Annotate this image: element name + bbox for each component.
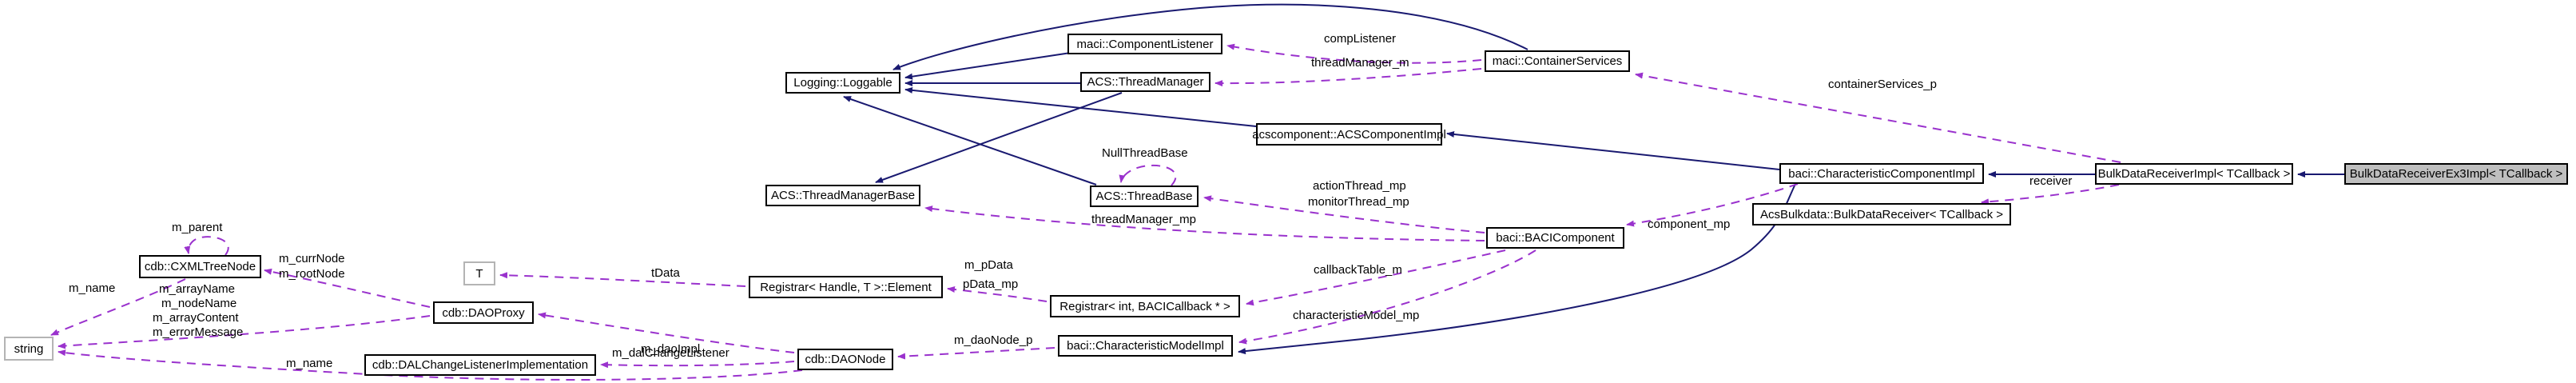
edge-threadmanager-mp: [924, 205, 1485, 241]
node-acs-threadbase[interactable]: ACS::ThreadBase: [1090, 186, 1199, 207]
edge-threadmanager-m: [1214, 68, 1482, 87]
edge-label-callbacktable-m: callbackTable_m: [1314, 263, 1402, 277]
node-registrar-int-bacicallback[interactable]: Registrar< int, BACICallback * >: [1050, 295, 1240, 317]
edge-containerservices-to-loggable: [892, 3, 1529, 70]
edge-nullthreadbase-selfloop: [1119, 164, 1177, 186]
node-baci-characteristiccomponentimpl[interactable]: baci::CharacteristicComponentImpl: [1779, 163, 1984, 184]
edge-label-tdata: tData: [651, 266, 680, 280]
node-string: string: [4, 337, 54, 361]
edge-threadbase-to-loggable: [843, 96, 1097, 186]
node-baci-characteristicmodelimpl[interactable]: baci::CharacteristicModelImpl: [1058, 335, 1233, 357]
edge-label-nullthreadbase: NullThreadBase: [1102, 146, 1188, 160]
edge-label-containerservices-p: containerServices_p: [1828, 78, 1937, 91]
edge-label-component-mp: component_mp: [1648, 217, 1731, 231]
edge-characteristiccomponentimpl-to-characteristicmodelimpl: [1238, 183, 1796, 355]
edge-label-m-parent: m_parent: [172, 221, 223, 234]
edge-characteristiccomponentimpl-to-acscomponentimpl: [1446, 130, 1780, 170]
edge-label-characteristicmodel-mp: characteristicModel_mp: [1293, 309, 1420, 322]
node-maci-componentlistener[interactable]: maci::ComponentListener: [1067, 34, 1222, 54]
edge-componentlistener-to-loggable: [904, 52, 1071, 80]
node-acsbulkdata-bulkdatareceiver[interactable]: AcsBulkdata::BulkDataReceiver< TCallback…: [1752, 203, 2011, 225]
node-cdb-daoproxy[interactable]: cdb::DAOProxy: [433, 301, 534, 324]
edge-label-m-nodename: m_nodeName: [161, 297, 237, 310]
edge-receiver: [1981, 184, 2120, 205]
node-acs-threadmanager[interactable]: ACS::ThreadManager: [1080, 72, 1210, 92]
edge-label-m-name-2: m_name: [286, 357, 333, 370]
edge-label-complistener: compListener: [1324, 32, 1397, 46]
edge-label-m-rootnode: m_rootNode: [279, 267, 345, 281]
node-bulkdatareceiverimpl[interactable]: BulkDataReceiverImpl< TCallback >: [2095, 163, 2293, 185]
edge-label-m-currnode: m_currNode: [279, 252, 345, 265]
edge-label-m-name-1: m_name: [69, 281, 116, 295]
edge-label-m-errormessage: m_errorMessage: [153, 325, 244, 339]
edge-label-m-daoimpl: m_daoImpl: [641, 342, 701, 356]
edge-label-m-daonode-p: m_daoNode_p: [954, 333, 1033, 347]
edge-callbacktable-m: [1246, 249, 1506, 306]
edge-tdata: [499, 272, 746, 287]
node-acscomponent-acscomponentimpl[interactable]: acscomponent::ACSComponentImpl: [1252, 123, 1446, 146]
edge-m-daonode-p: [897, 347, 1055, 360]
edge-m-currnode-m-rootnode: [264, 268, 431, 308]
edge-label-m-arrayname: m_arrayName: [159, 282, 236, 296]
edge-component-mp: [1626, 183, 1799, 227]
node-maci-containerservices[interactable]: maci::ContainerServices: [1485, 50, 1630, 72]
node-acs-threadmanagerbase[interactable]: ACS::ThreadManagerBase: [765, 185, 920, 206]
edge-m-daoimpl: [538, 312, 795, 353]
edge-complistener: [1226, 43, 1482, 64]
node-baci-bacicomponent[interactable]: baci::BACIComponent: [1486, 227, 1624, 249]
edge-label-receiver: receiver: [2029, 174, 2073, 188]
node-cdb-dalchangelistenerimplementation[interactable]: cdb::DALChangeListenerImplementation: [364, 354, 596, 376]
edge-label-pdata-mp: pData_mp: [963, 277, 1019, 291]
edge-m-arrayname-group: [58, 315, 431, 349]
node-cdb-daonode[interactable]: cdb::DAONode: [797, 349, 893, 370]
edge-m-dalchangelistener: [600, 361, 795, 369]
node-t: T: [463, 261, 495, 285]
edge-threadmanager-to-threadmanagerbase: [875, 92, 1123, 183]
node-bulkdatareceiverex3impl: BulkDataReceiverEx3Impl< TCallback >: [2344, 163, 2568, 185]
edge-label-m-dalchangelistener: m_dalChangeListener: [612, 346, 729, 360]
edge-containerservices-p: [1635, 72, 2121, 163]
edge-characteristicmodel-mp: [1238, 249, 1536, 345]
node-cdb-cxmltreenode[interactable]: cdb::CXMLTreeNode: [139, 255, 261, 278]
node-logging-loggable[interactable]: Logging::Loggable: [785, 72, 900, 94]
edge-label-actionthread-mp: actionThread_mp: [1313, 179, 1406, 193]
edge-m-pdata-pdata-mp: [947, 286, 1047, 302]
edge-m-name-cxmltreenode: [50, 278, 186, 336]
edge-label-monitorthread-mp: monitorThread_mp: [1308, 195, 1409, 209]
edge-actionthread-monitorthread: [1203, 195, 1485, 233]
edge-label-threadmanager-mp: threadManager_mp: [1091, 213, 1196, 226]
node-registrar-element[interactable]: Registrar< Handle, T >::Element: [749, 276, 943, 298]
edge-label-threadmanager-m: threadManager_m: [1311, 56, 1409, 70]
edge-label-m-arraycontent: m_arrayContent: [153, 311, 239, 325]
edge-label-m-pdata: m_pData: [964, 258, 1013, 272]
edge-m-parent-selfloop: [184, 236, 229, 256]
